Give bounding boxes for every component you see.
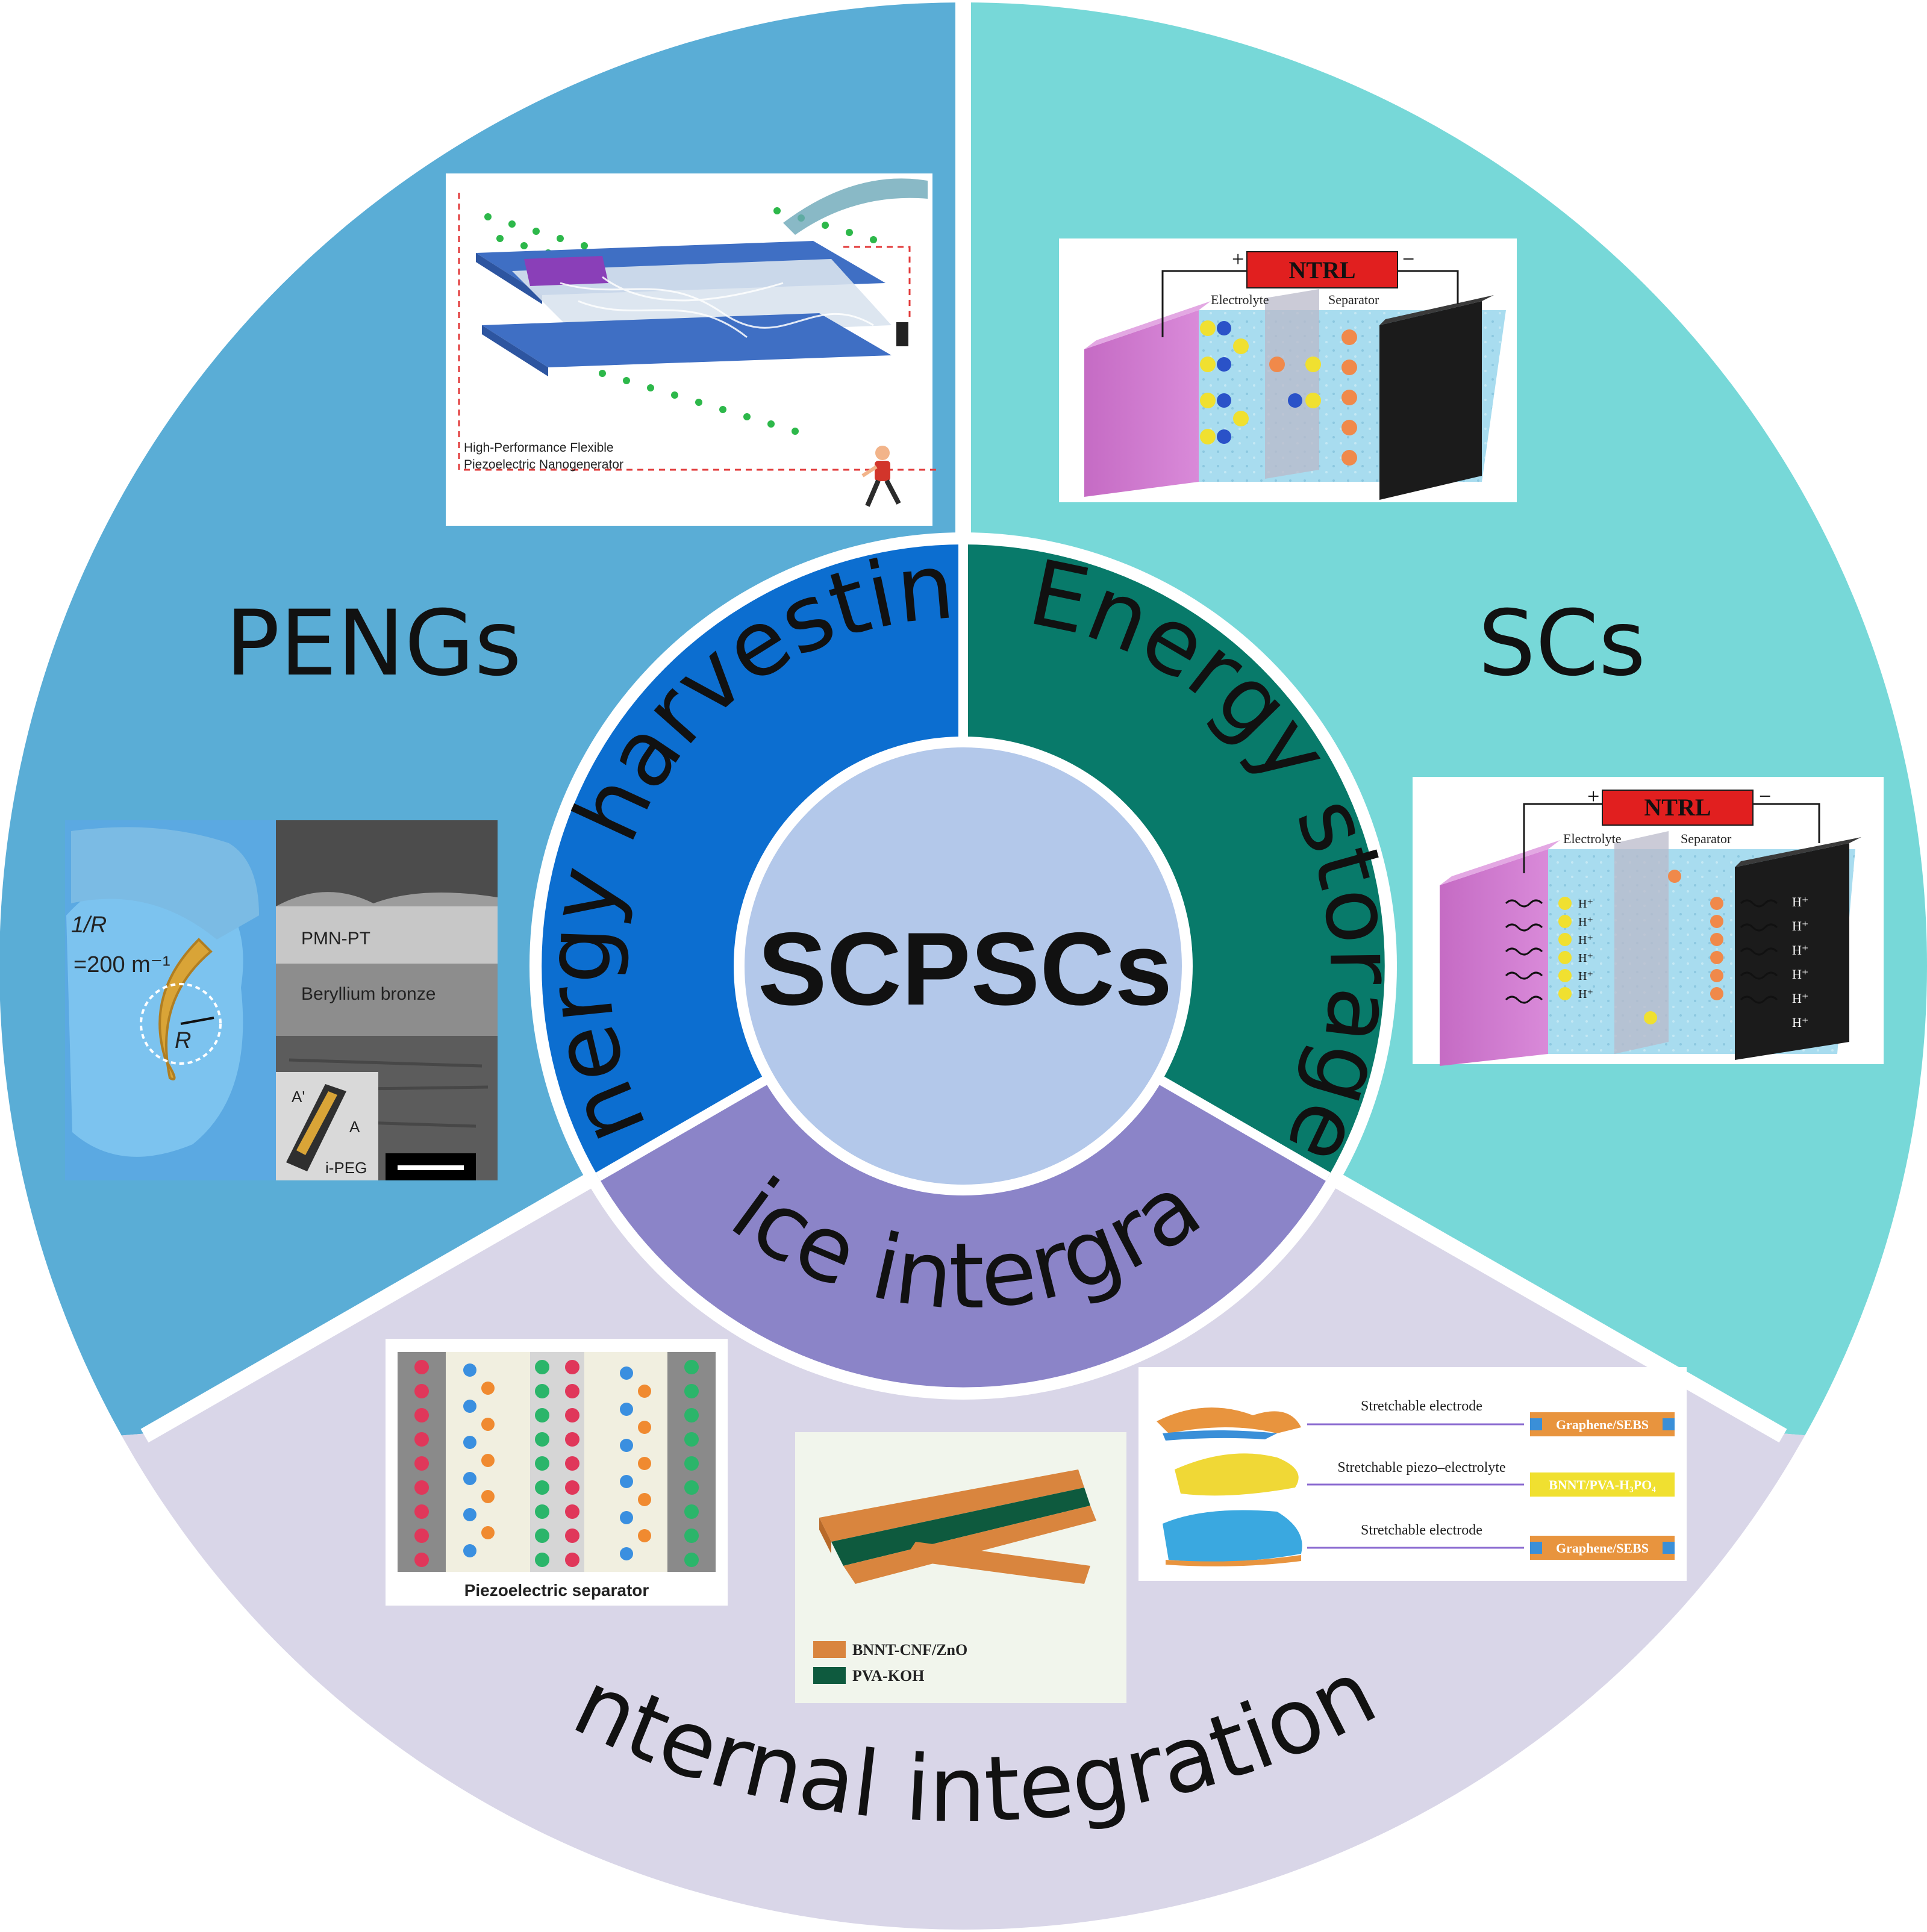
stretch-row-2: Stretchable piezo–electrolyte	[1337, 1460, 1505, 1475]
plus-mid: +	[1587, 784, 1599, 808]
panel-peng-nanogenerator: High-Performance Flexible Piezoelectric …	[446, 173, 940, 526]
center-title: SCPSCs	[758, 911, 1172, 1027]
label-i-peg: i-PEG	[325, 1159, 367, 1177]
ntrl-label-mid: NTRL	[1644, 794, 1711, 821]
svg-text:H⁺: H⁺	[1578, 933, 1593, 947]
svg-text:H⁺: H⁺	[1578, 897, 1593, 911]
stretch-tag-1: Graphene/SEBS	[1556, 1417, 1649, 1432]
plus-top: +	[1232, 247, 1244, 271]
sector-label-scs: SCs	[1478, 591, 1646, 696]
peng-caption-1: High-Performance Flexible	[464, 441, 614, 455]
layer-beryllium: Beryllium bronze	[301, 984, 436, 1004]
svg-text:H⁺: H⁺	[1792, 991, 1809, 1006]
panel-stretchable: Stretchable electrode Stretchable piezo–…	[1138, 1367, 1687, 1581]
panel-peng-flexible: 1/R =200 m⁻¹ R PMN-PT Beryllium bronze A…	[65, 820, 498, 1180]
svg-text:H⁺: H⁺	[1792, 918, 1809, 933]
ion-array-top	[1200, 320, 1357, 466]
bnnt-legend-1: BNNT-CNF/ZnO	[852, 1641, 967, 1659]
ntrl-label-top: NTRL	[1288, 257, 1355, 284]
proton-labels-left: H⁺ H⁺ H⁺ H⁺ H⁺ H⁺	[1578, 897, 1593, 1001]
separator-mid: Separator	[1681, 831, 1732, 846]
svg-text:H⁺: H⁺	[1578, 988, 1593, 1001]
svg-text:H⁺: H⁺	[1578, 952, 1593, 965]
svg-text:H⁺: H⁺	[1792, 943, 1809, 958]
svg-text:H⁺: H⁺	[1578, 970, 1593, 983]
stretch-row-1: Stretchable electrode	[1361, 1398, 1482, 1414]
electrolyte-mid: Electrolyte	[1563, 831, 1622, 846]
stretch-tag-3: Graphene/SEBS	[1556, 1541, 1649, 1556]
panel-piezo-separator: Piezoelectric separator	[386, 1339, 728, 1606]
label-a: A	[349, 1118, 360, 1136]
radius-label: R	[175, 1028, 191, 1053]
curvature-line1: 1/R	[71, 912, 107, 938]
sector-label-pengs: PENGs	[225, 591, 522, 696]
ion-wiggles	[1505, 899, 1778, 1004]
panel-sc-top: NTRL + − Electrolyte Separator	[1059, 238, 1517, 502]
svg-text:H⁺: H⁺	[1792, 967, 1809, 982]
minus-top: −	[1402, 247, 1414, 271]
separator-top: Separator	[1328, 292, 1379, 307]
charge-array	[414, 1360, 699, 1567]
ion-array-mid	[1558, 870, 1723, 1024]
middle-ring	[529, 532, 1397, 1400]
svg-text:H⁺: H⁺	[1792, 1015, 1809, 1030]
panel-sc-middle: NTRL + − Electrolyte Separator H⁺ H⁺ H⁺ …	[1413, 777, 1884, 1066]
electrolyte-top: Electrolyte	[1211, 292, 1269, 307]
minus-mid: −	[1759, 784, 1771, 808]
peng-caption-2: Piezoelectric Nanogenerator	[464, 458, 623, 472]
center-circle	[734, 737, 1193, 1195]
curvature-line2: =200 m⁻¹	[73, 952, 170, 977]
bnnt-legend-2: PVA-KOH	[852, 1667, 924, 1684]
stretch-row-3: Stretchable electrode	[1361, 1522, 1482, 1538]
svg-text:H⁺: H⁺	[1792, 894, 1809, 909]
stretch-tag-2: BNNT/PVA-H₃PO₄	[1549, 1477, 1656, 1492]
panel-bnnt: BNNT-CNF/ZnO PVA-KOH	[795, 1432, 1126, 1703]
layer-pmn-pt: PMN-PT	[301, 929, 370, 949]
piezo-separator-caption: Piezoelectric separator	[464, 1581, 649, 1600]
svg-text:H⁺: H⁺	[1578, 915, 1593, 929]
proton-labels-right: H⁺ H⁺ H⁺ H⁺ H⁺ H⁺	[1792, 894, 1809, 1030]
label-a-prime: A'	[292, 1088, 305, 1106]
runner-icon	[861, 446, 901, 507]
